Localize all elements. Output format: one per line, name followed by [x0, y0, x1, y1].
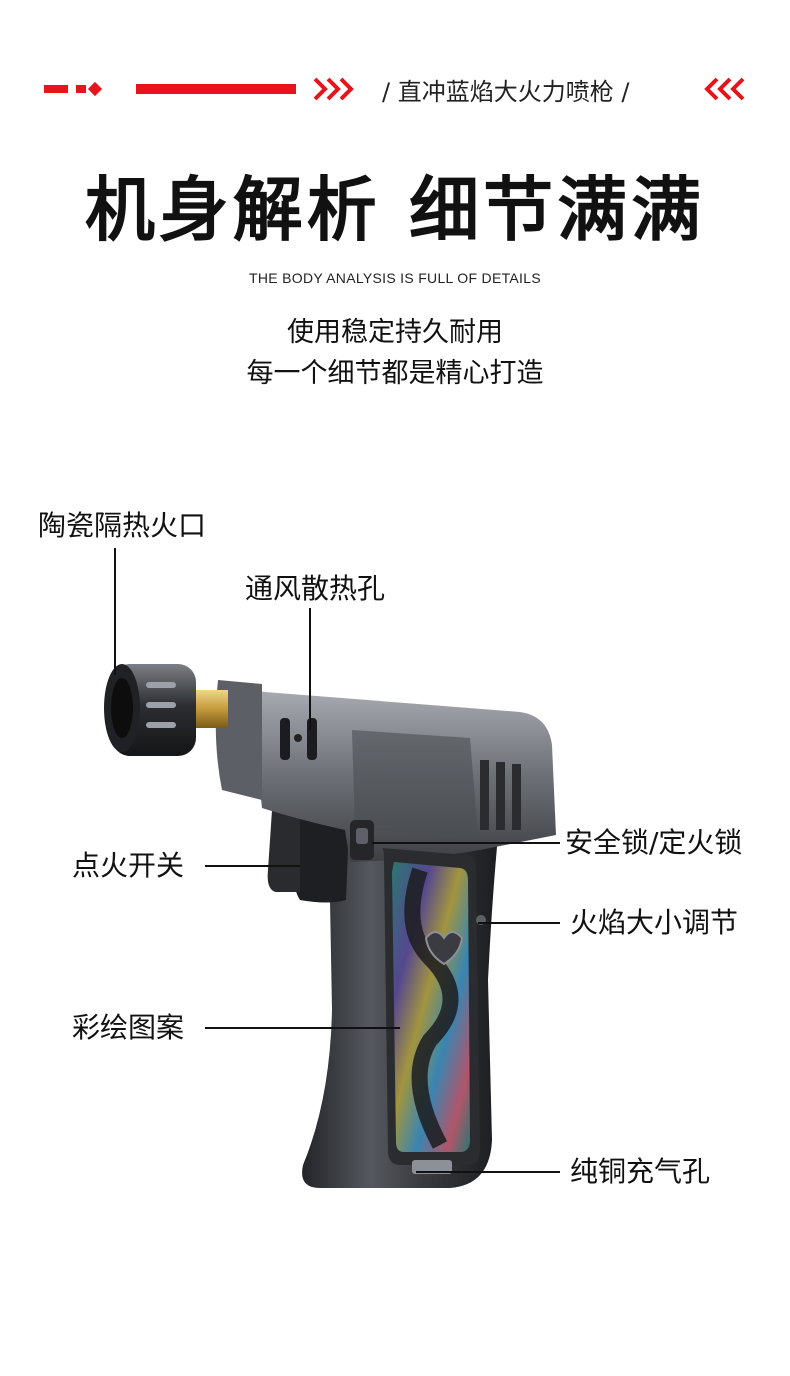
- header-long-bar: [136, 84, 296, 94]
- callout-pattern: 彩绘图案: [72, 1011, 185, 1044]
- tagline-line-1: 使用稳定持久耐用: [287, 317, 503, 348]
- header-dash-2: [76, 85, 86, 93]
- chevron-left-icon: [704, 77, 745, 101]
- callout-nozzle: 陶瓷隔热火口: [38, 509, 207, 542]
- chevron-right-icon: [313, 77, 354, 101]
- callout-ignition: 点火开关: [72, 849, 185, 882]
- callout-flame-adjust: 火焰大小调节: [570, 906, 739, 939]
- header-dash-1: [44, 85, 68, 93]
- callout-vent: 通风散热孔: [245, 572, 386, 605]
- callout-refill: 纯铜充气孔: [570, 1155, 711, 1188]
- page-title: 机身解析 细节满满: [84, 169, 706, 251]
- callout-safety-lock: 安全锁/定火锁: [565, 826, 743, 859]
- tagline-line-2: 每一个细节都是精心打造: [246, 358, 544, 389]
- header-title: / 直冲蓝焰大火力喷枪 /: [382, 78, 630, 106]
- english-subtitle: THE BODY ANALYSIS IS FULL OF DETAILS: [249, 270, 541, 286]
